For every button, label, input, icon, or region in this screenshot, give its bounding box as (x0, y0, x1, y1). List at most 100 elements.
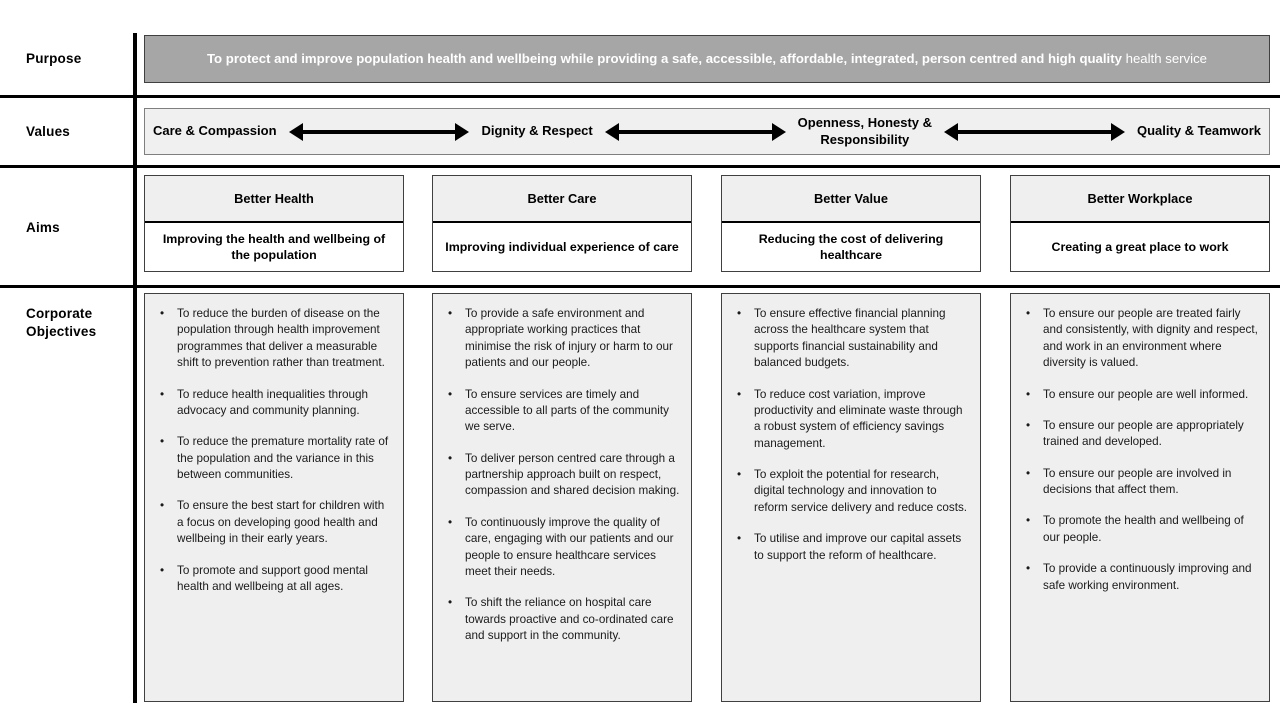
aim-description: Reducing the cost of delivering healthca… (758, 231, 944, 262)
value-item-1: Care & Compassion (153, 123, 277, 139)
bullet-icon: • (1026, 466, 1031, 480)
label-column-divider (133, 33, 137, 703)
double-arrow-icon-2 (604, 122, 786, 141)
aim-card-body: Reducing the cost of delivering healthca… (722, 223, 980, 271)
objectives-list: • To reduce the burden of disease on the … (155, 306, 393, 595)
value-item-2: Dignity & Respect (481, 123, 593, 139)
objective-text: To continuously improve the quality of c… (465, 515, 674, 578)
row-label-values: Values (26, 124, 70, 139)
objective-bullet: • To promote the health and wellbeing of … (1021, 513, 1259, 546)
bullet-icon: • (160, 307, 165, 320)
objective-text: To ensure our people are well informed. (1043, 387, 1249, 401)
objective-bullet: • To reduce the premature mortality rate … (155, 434, 393, 483)
objective-text: To provide a continuously improving and … (1043, 562, 1252, 592)
objective-text: To promote and support good mental healt… (177, 563, 369, 593)
objective-bullet: •To ensure our people are well informed. (1021, 387, 1259, 403)
objective-text: To exploit the potential for research, d… (754, 468, 968, 514)
objective-text: To ensure effective financial planning a… (754, 307, 946, 370)
objective-bullet: • To promote and support good mental heal… (155, 563, 393, 596)
objective-bullet: • To ensure our people are treated fairly… (1021, 306, 1259, 372)
bullet-icon: • (737, 532, 742, 546)
objective-text: To ensure our people are involved in dec… (1043, 466, 1232, 496)
aim-card-better-health: Better Health Improving the health and w… (144, 175, 404, 272)
objective-bullet: •To deliver person centred care through … (443, 451, 681, 500)
row-label-purpose: Purpose (26, 51, 82, 66)
aim-title: Better Health (234, 190, 314, 206)
aim-card-better-value: Better Value Reducing the cost of delive… (721, 175, 981, 272)
bullet-icon: • (160, 499, 165, 513)
aim-title: Better Value (814, 190, 888, 206)
objectives-column-better-care: • To provide a safe environment and appro… (432, 293, 692, 702)
objective-text: To ensure our people are appropriately t… (1043, 418, 1244, 449)
objective-bullet: • To continuously improve the quality of … (443, 515, 681, 581)
value-item-4: Quality & Teamwork (1136, 123, 1261, 139)
bullet-icon: • (737, 387, 742, 401)
objectives-column-better-workplace: • To ensure our people are treated fairly… (1010, 293, 1270, 702)
aim-card-body: Improving individual experience of care (433, 223, 691, 271)
bullet-icon: • (1026, 562, 1031, 576)
double-arrow-icon-1 (288, 122, 470, 141)
aim-card-header: Better Health (145, 176, 403, 223)
row-divider-purpose-values (0, 95, 1280, 98)
objective-bullet: • To reduce health inequalities through a… (155, 387, 393, 420)
value-item-3: Openness, Honesty & Responsibility (797, 114, 933, 147)
purpose-statement-main: To protect and improve population health… (206, 51, 1122, 67)
objective-text: To utilise and improve our capital asset… (754, 532, 962, 562)
aim-description: Improving the health and wellbeing of th… (162, 231, 386, 262)
purpose-statement-light: health service (1125, 51, 1207, 67)
objective-bullet: • To provide a continuously improving and… (1021, 561, 1259, 594)
bullet-icon: • (160, 435, 165, 449)
objective-bullet: • To reduce the burden of disease on the … (155, 306, 393, 372)
objective-text: To reduce the burden of disease on the p… (177, 307, 385, 370)
objective-bullet: • To reduce cost variation, improve produ… (732, 387, 970, 453)
objectives-list: • To ensure our people are treated fairly… (1021, 306, 1259, 594)
aim-card-header: Better Care (433, 176, 691, 223)
aim-card-body: Improving the health and wellbeing of th… (145, 223, 403, 271)
objective-text: To provide a safe environment and approp… (465, 307, 673, 370)
objective-bullet: • To exploit the potential for research, … (732, 467, 970, 516)
objective-bullet: • To ensure effective financial planning … (732, 306, 970, 372)
bullet-icon: • (1026, 514, 1031, 528)
objective-text: To ensure services are timely and access… (465, 387, 669, 434)
objective-bullet: • To ensure our people are appropriately … (1021, 418, 1259, 451)
aim-description: Creating a great place to work (1051, 239, 1229, 254)
objective-text: To reduce cost variation, improve produc… (754, 387, 963, 450)
aim-title: Better Care (527, 190, 597, 206)
bullet-icon: • (737, 468, 742, 481)
objective-text: To reduce health inequalities through ad… (177, 387, 369, 417)
aim-card-body: Creating a great place to work (1011, 223, 1269, 271)
double-arrow-icon-3 (944, 122, 1125, 141)
bullet-icon: • (737, 307, 742, 320)
objective-bullet: •To shift the reliance on hospital care … (443, 595, 681, 644)
purpose-statement: To protect and improve population health… (207, 51, 1207, 67)
objective-bullet: • To utilise and improve our capital asse… (732, 531, 970, 564)
objective-bullet: • To provide a safe environment and appro… (443, 306, 681, 372)
bullet-icon: • (160, 387, 165, 401)
bullet-icon: • (448, 307, 453, 320)
objective-text: To ensure our people are treated fairly … (1043, 307, 1258, 370)
bullet-icon: • (1026, 418, 1031, 432)
objectives-column-better-health: • To reduce the burden of disease on the … (144, 293, 404, 702)
objective-bullet: • To ensure services are timely and acces… (443, 387, 681, 436)
bullet-icon: • (448, 596, 453, 610)
row-divider-values-aims (0, 165, 1280, 168)
objective-bullet: • To ensure the best start for children w… (155, 498, 393, 547)
aim-title: Better Workplace (1087, 190, 1193, 206)
aim-description: Improving individual experience of care (445, 239, 679, 254)
aim-card-better-workplace: Better Workplace Creating a great place … (1010, 175, 1270, 272)
aim-card-better-care: Better Care Improving individual experie… (432, 175, 692, 272)
bullet-icon: • (448, 451, 453, 465)
aim-card-header: Better Workplace (1011, 176, 1269, 223)
objective-text: To promote the health and wellbeing of o… (1043, 514, 1244, 544)
bullet-icon: • (160, 563, 165, 577)
row-label-aims: Aims (26, 220, 60, 235)
bullet-icon: • (1026, 307, 1031, 320)
row-divider-aims-objectives (0, 285, 1280, 288)
bullet-icon: • (448, 515, 453, 529)
bullet-icon: • (448, 387, 453, 401)
objective-text: To reduce the premature mortality rate o… (177, 435, 389, 481)
objective-text: To ensure the best start for children wi… (177, 499, 385, 546)
objectives-list: • To ensure effective financial planning … (732, 306, 970, 564)
objective-bullet: • To ensure our people are involved in de… (1021, 466, 1259, 499)
